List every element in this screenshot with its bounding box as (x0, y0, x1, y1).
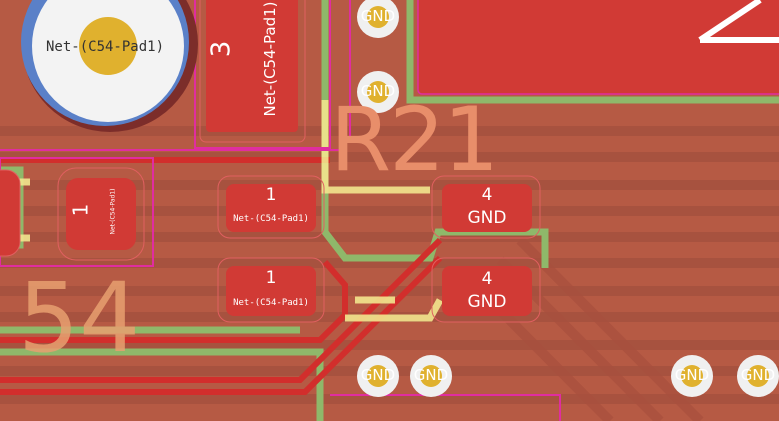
via-3-label: GND (360, 366, 396, 384)
via-3-drill (367, 365, 389, 387)
pad-c-net: GND (467, 208, 507, 228)
left-pad-1-outline (57, 167, 145, 261)
gnd-pour-top-right (417, 0, 779, 95)
pad-3-number: 3 (206, 40, 237, 58)
pad-a-outline (217, 175, 325, 239)
via-4-drill (420, 365, 442, 387)
pad-a-net: Net-(C54-Pad1) (233, 214, 309, 224)
pad-b[interactable] (226, 266, 316, 316)
left-pad-net: Net-(C54-Pad1) (109, 188, 117, 235)
via-5-label: GND (674, 366, 710, 384)
via-6-label: GND (740, 366, 776, 384)
pad-c-outline (431, 175, 541, 239)
pad-c[interactable] (442, 184, 532, 232)
vias (357, 0, 779, 397)
pad-d[interactable] (442, 266, 532, 316)
via-2-drill (367, 81, 389, 103)
pad-d-net: GND (467, 292, 507, 312)
left-pad-number: 1 (68, 203, 93, 217)
pad-d-outline (431, 257, 541, 323)
pad-a[interactable] (226, 184, 316, 232)
pad-b-net: Net-(C54-Pad1) (233, 298, 309, 308)
pad-c-number: 4 (481, 185, 493, 205)
pad-b-number: 1 (265, 268, 277, 288)
mounting-hole-drill (79, 17, 137, 75)
pad-b-outline (217, 257, 325, 323)
pad-3-outline (199, 0, 306, 143)
big-pad-net-label: Net-(C54-Pad1) (46, 39, 165, 55)
pad-d-number: 4 (481, 269, 493, 289)
pad-3-net: Net-(C54-Pad1) (261, 1, 279, 117)
ref-c54: 54 (18, 262, 141, 374)
via-1-label: GND (360, 7, 396, 25)
pad-a-number: 1 (265, 185, 277, 205)
ref-r21: R21 (330, 88, 499, 191)
via-6-drill (747, 365, 769, 387)
via-4-label: GND (413, 366, 449, 384)
partial-left-pad (0, 169, 21, 257)
via-2-label: GND (360, 82, 396, 100)
pad-3[interactable] (206, 0, 298, 132)
silk-arrow-glyph (698, 0, 779, 43)
via-5-drill (681, 365, 703, 387)
courtyards (0, 0, 561, 421)
via-1-drill (367, 6, 389, 28)
left-pad-1[interactable] (66, 178, 136, 250)
